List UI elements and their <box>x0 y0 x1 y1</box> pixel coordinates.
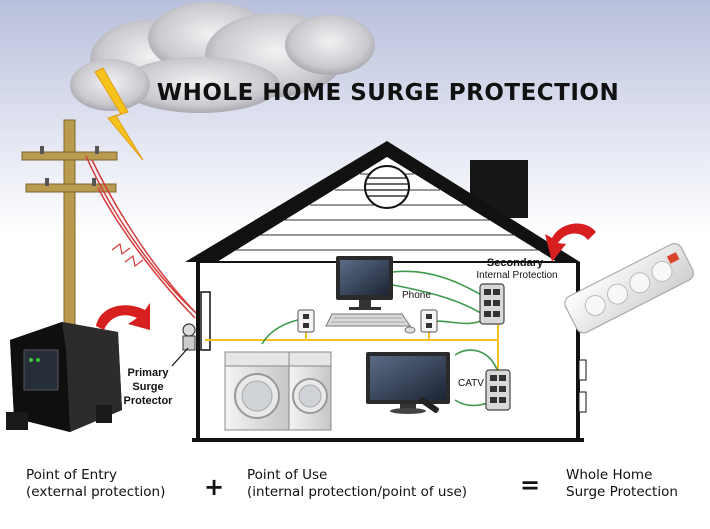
caption-line: (external protection) <box>26 484 166 500</box>
computer-monitor-icon <box>325 256 416 334</box>
primary-label-line: Protector <box>123 395 173 407</box>
point-of-use-caption: Point of Use (internal protection/point … <box>247 467 467 501</box>
meter-connector-icon <box>182 323 196 351</box>
equals-sign: = <box>520 471 541 499</box>
curved-arrow-icon <box>96 303 150 330</box>
caption-line: Surge Protection <box>566 484 678 500</box>
primary-label-line: Surge <box>132 381 164 393</box>
surge-protector-outlet-icon <box>485 369 511 411</box>
whole-home-caption: Whole Home Surge Protection <box>566 467 678 501</box>
washer-icon <box>224 351 290 431</box>
caption-line: Point of Use <box>247 467 328 483</box>
wall-outlet-icon <box>420 309 438 333</box>
power-strip-icon <box>564 243 694 334</box>
primary-label-line: Primary <box>127 367 169 379</box>
surge-protector-box-icon <box>6 322 122 432</box>
surge-protector-outlet-icon <box>479 283 505 325</box>
primary-surge-protector-label: Primary Surge Protector <box>108 366 188 408</box>
point-of-entry-caption: Point of Entry (external protection) <box>26 467 165 501</box>
utility-pole-icon <box>21 119 118 341</box>
pointer-line <box>171 347 189 367</box>
plus-sign: + <box>204 473 225 501</box>
page-title: WHOLE HOME SURGE PROTECTION <box>156 80 620 106</box>
secondary-label-title: Secondary <box>486 257 544 269</box>
lightning-bolt-icon <box>94 67 144 161</box>
tv-icon <box>366 352 450 414</box>
secondary-label-subtitle: Internal Protection <box>476 270 558 281</box>
curved-arrow-icon <box>545 223 596 262</box>
storm-cloud-icon <box>70 2 375 113</box>
catv-label: CATV <box>458 378 484 389</box>
caption-line: (internal protection/point of use) <box>247 484 468 500</box>
power-lines <box>85 155 198 319</box>
phone-label: Phone <box>402 290 431 301</box>
wall-outlet-icon <box>297 309 315 333</box>
caption-line: Point of Entry <box>26 467 118 483</box>
dryer-icon <box>288 351 332 431</box>
caption-line: Whole Home <box>566 467 653 483</box>
